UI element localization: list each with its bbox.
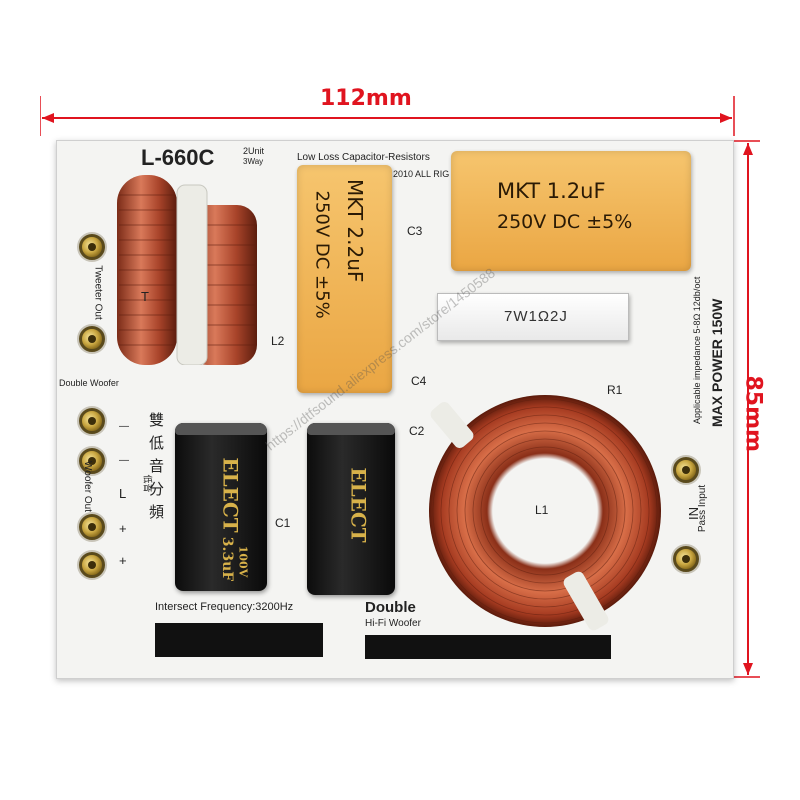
- double-woofer-label: Double Woofer: [59, 378, 119, 388]
- r1-ref: R1: [607, 383, 623, 397]
- resistor-r1: 7W1Ω2J: [437, 293, 629, 341]
- capacitor-c2: ELECT: [307, 423, 395, 595]
- l2-ref: L2: [271, 334, 285, 348]
- plus-label-2: +: [119, 553, 127, 568]
- units-label: 2Unit: [243, 146, 265, 156]
- plus-label-1: +: [119, 521, 127, 536]
- c1-brand: ELECT: [218, 457, 243, 533]
- minus-label-1: —: [119, 421, 129, 432]
- inductor-l1: L1: [425, 391, 665, 631]
- woofer-out-label: Woofer Out: [81, 461, 93, 512]
- max-power-label: MAX POWER 150W: [709, 298, 725, 427]
- chinese-title: 雙 低 音 分 頻: [149, 409, 169, 524]
- height-label: 85mm: [740, 375, 766, 452]
- header-note: Low Loss Capacitor-Resistors: [297, 152, 430, 163]
- pass-input-label: Pass Input: [697, 484, 709, 533]
- capacitor-c3: MKT 1.2uF 250V DC ±5%: [451, 151, 691, 271]
- inductor-l2: [107, 165, 267, 366]
- minus-label-2: —: [119, 455, 129, 466]
- height-dimension: 85mm: [730, 140, 770, 680]
- way-label: 3Way: [243, 157, 264, 166]
- year-note: 2010 ALL RIG: [393, 169, 450, 179]
- chinese-char-5: 頻: [149, 504, 165, 521]
- c2-brand: ELECT: [346, 467, 371, 543]
- r1-value: 7W1Ω2J: [504, 308, 568, 325]
- c4-ref: C4: [411, 374, 427, 388]
- c1-value: 3.3uF: [219, 536, 236, 582]
- tweeter-out-label: Tweeter Out: [92, 265, 104, 320]
- input-terminal-2[interactable]: [673, 546, 699, 572]
- woofer-l-label: L: [119, 486, 127, 501]
- chinese-char-4: 分: [149, 481, 165, 498]
- c2-ref: C2: [409, 424, 425, 438]
- c4-rating: 250V DC ±5%: [311, 190, 333, 319]
- woofer-terminal-2[interactable]: [79, 448, 105, 474]
- tweeter-terminal-2[interactable]: [79, 326, 105, 352]
- woofer-terminal-1[interactable]: [79, 408, 105, 434]
- width-label: 112mm: [320, 86, 412, 111]
- woofer-terminal-4[interactable]: [79, 552, 105, 578]
- capacitor-c4: MKT 2.2uF 250V DC ±5%: [297, 165, 392, 393]
- c3-ref: C3: [407, 224, 423, 238]
- chinese-char-2: 低: [149, 435, 165, 452]
- tweeter-terminal-1[interactable]: [79, 234, 105, 260]
- l1-ref: L1: [535, 503, 549, 517]
- double-label: Double: [365, 599, 416, 616]
- c1-ref: C1: [275, 516, 291, 530]
- tweeter-t-label: T: [141, 289, 149, 304]
- impedance-label: Applicable impedance 5-8Ω 12db/oct: [692, 276, 702, 424]
- hifi-woofer-label: Hi-Fi Woofer: [365, 618, 421, 629]
- c3-rating: 250V DC ±5%: [497, 211, 633, 233]
- intersect-frequency-label: Intersect Frequency:3200Hz: [155, 601, 294, 613]
- woofer-terminal-3[interactable]: [79, 514, 105, 540]
- capacitor-c1: ELECT 3.3uF 100V: [175, 423, 267, 591]
- model-label: L-660C: [141, 145, 215, 170]
- pcb-board: L-660C 2Unit 3Way Low Loss Capacitor-Res…: [56, 140, 734, 679]
- c3-type: MKT 1.2uF: [497, 179, 606, 203]
- chinese-char-1: 雙: [149, 412, 165, 429]
- width-dimension: 112mm: [40, 86, 740, 136]
- bottom-bar-right: [365, 635, 611, 659]
- bottom-bar-left: [155, 623, 323, 657]
- c4-type: MKT 2.2uF: [343, 179, 367, 283]
- chinese-char-3: 音: [149, 458, 165, 475]
- c1-volt: 100V: [236, 545, 250, 578]
- input-terminal-1[interactable]: [673, 457, 699, 483]
